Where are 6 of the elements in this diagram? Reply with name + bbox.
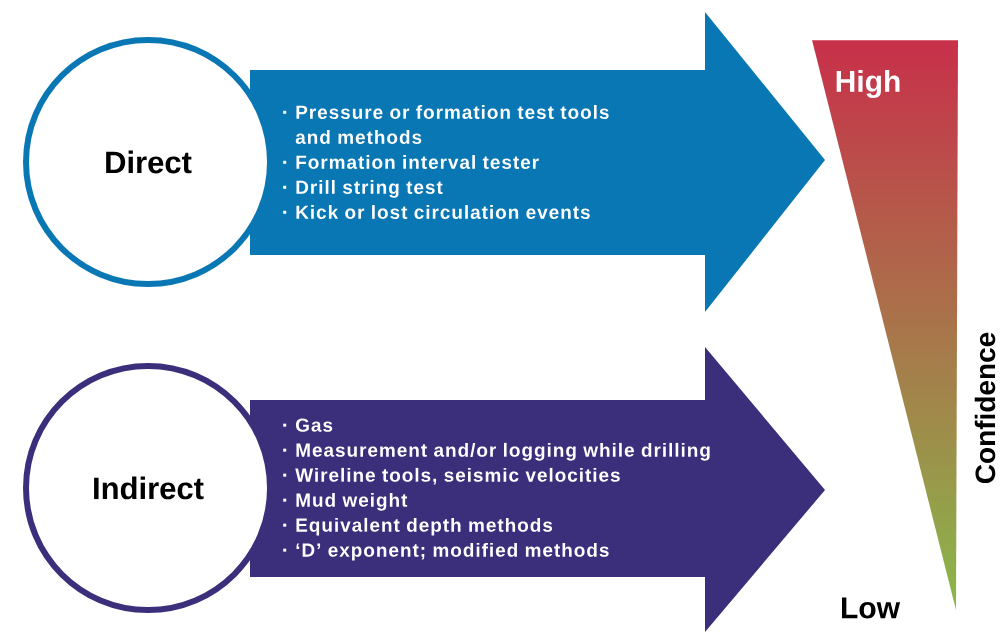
pointed-banner: Gas Measurement and/or logging while drilling Wireline tools, seismic velocities Mud weight Equivalent depth methods ‘D’ exponent; modified methods	[250, 347, 825, 632]
pointed-banner: Pressure or formation test tools and methods Formation interval tester Drill string test Kick or lost circulation events	[250, 12, 825, 312]
axis-label: Confidence	[974, 332, 996, 484]
level-label: Low	[842, 597, 901, 619]
node-label: Indirect	[94, 476, 204, 500]
level-label: High	[836, 69, 900, 99]
